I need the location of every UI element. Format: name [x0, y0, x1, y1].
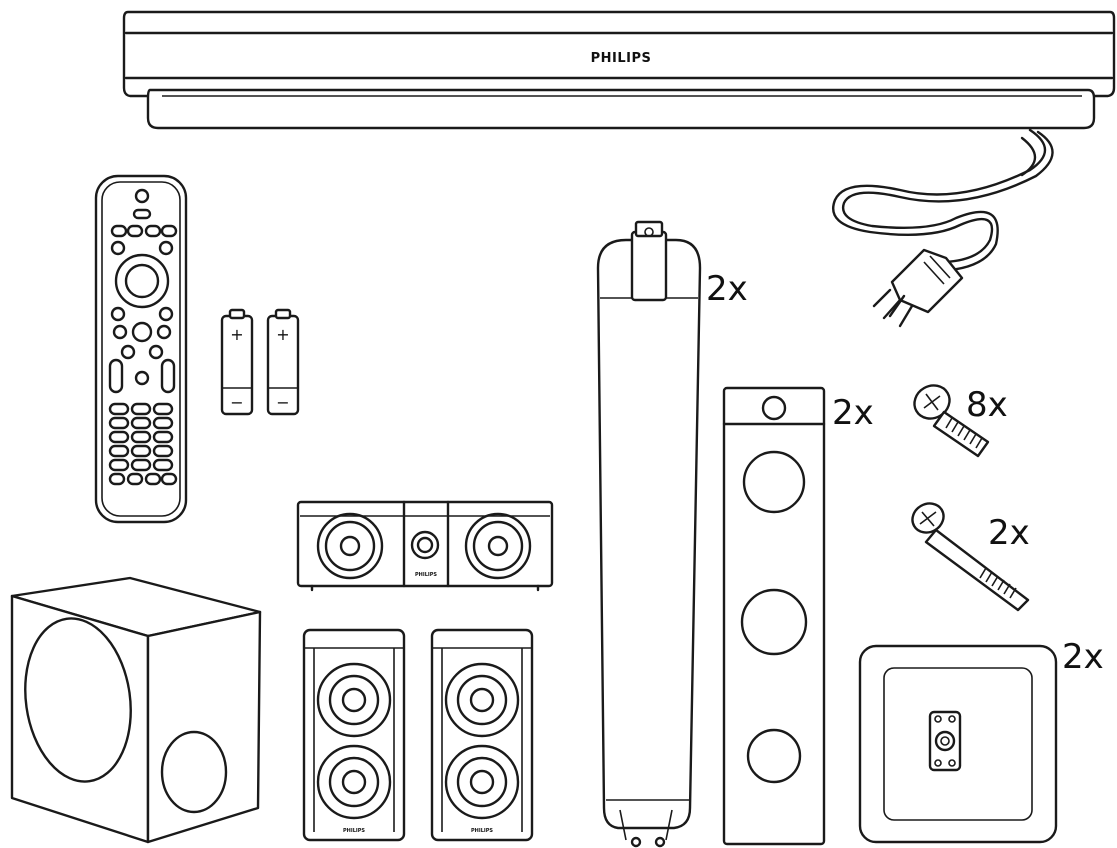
remote-button [130, 458, 152, 472]
battery-2-minus: − [276, 393, 289, 412]
remote-button [152, 402, 174, 416]
remote-button [110, 306, 126, 322]
batteries: + − + − [220, 308, 300, 416]
battery-1-minus: − [230, 393, 243, 412]
remote-button [112, 324, 128, 340]
remote-button [120, 344, 136, 360]
remote-button [126, 224, 144, 238]
remote-button [152, 416, 174, 430]
rear-speaker: PHILIPS [430, 628, 534, 842]
remote-button [160, 472, 178, 486]
remote-button [130, 402, 152, 416]
remote-button [110, 240, 126, 256]
long-screw-qty: 2x [988, 513, 1030, 553]
remote-button [108, 402, 130, 416]
battery-1-plus: + [230, 325, 243, 344]
remote-button [130, 416, 152, 430]
remote-control [94, 174, 188, 524]
remote-button [108, 444, 130, 458]
remote-button [152, 458, 174, 472]
remote-button [130, 430, 152, 444]
rear-speaker: PHILIPS [302, 628, 406, 842]
front-speaker-panel: 2x [722, 386, 874, 846]
rear-speakers: PHILIPS PHILIPS [302, 628, 534, 842]
short-screw: 8x [913, 384, 1008, 458]
remote-button [110, 224, 128, 238]
front-speaker-tower: 2x [596, 220, 748, 848]
remote-button [148, 344, 164, 360]
remote-button [152, 430, 174, 444]
remote-button [144, 472, 162, 486]
remote-button [158, 306, 174, 322]
center-speaker-brand: PHILIPS [415, 572, 437, 578]
speaker-base: 2x [858, 637, 1104, 844]
battery-2-plus: + [276, 325, 289, 344]
remote-button [160, 224, 178, 238]
remote-button [158, 240, 174, 256]
rear-speaker-1-brand: PHILIPS [343, 828, 365, 834]
front-speaker-panel-qty: 2x [832, 393, 874, 433]
remote-button [152, 444, 174, 458]
short-screw-qty: 8x [966, 385, 1008, 425]
remote-button [108, 430, 130, 444]
rear-speaker-2-brand: PHILIPS [471, 828, 493, 834]
remote-button [130, 444, 152, 458]
subwoofer [10, 576, 262, 844]
speaker-base-qty: 2x [1062, 637, 1104, 677]
remote-button [156, 324, 172, 340]
remote-button [108, 416, 130, 430]
main-unit: PHILIPS [122, 10, 1116, 130]
remote-button [108, 458, 130, 472]
remote-button [144, 224, 162, 238]
main-unit-brand-label: PHILIPS [591, 51, 652, 66]
remote-button [108, 472, 126, 486]
center-speaker: PHILIPS [296, 500, 554, 592]
power-cord [832, 128, 1054, 328]
long-screw: 2x [911, 502, 1030, 612]
remote-button [126, 472, 144, 486]
front-speaker-tower-qty: 2x [706, 269, 748, 309]
